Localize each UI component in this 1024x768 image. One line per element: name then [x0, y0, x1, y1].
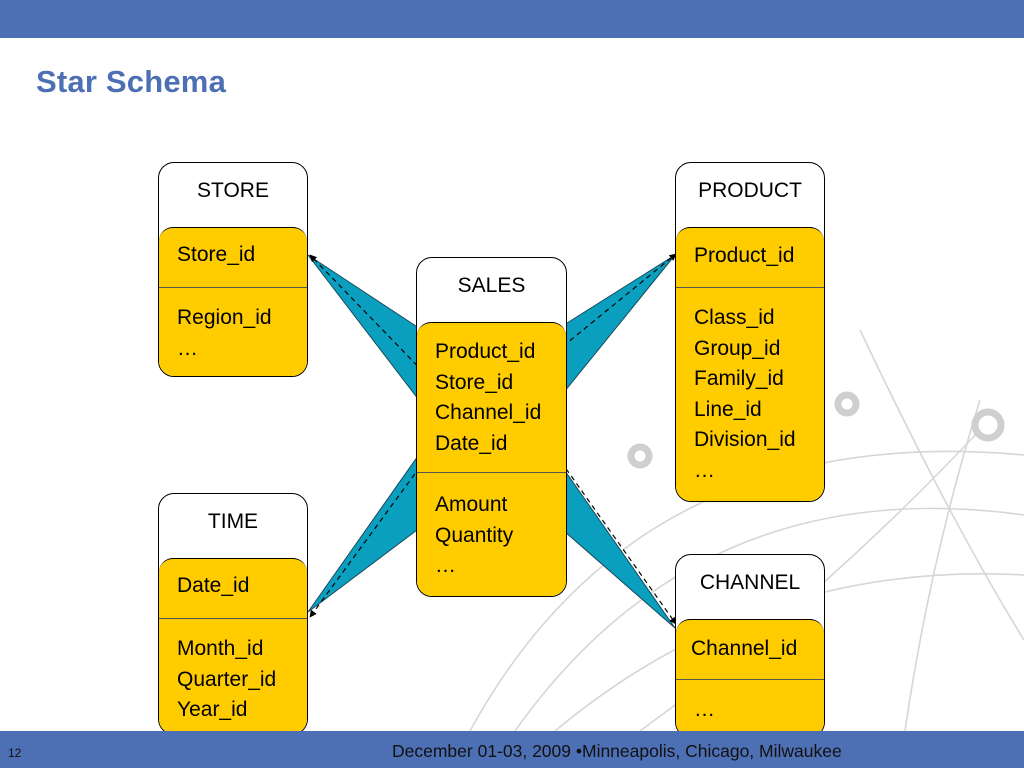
footer-bar: [0, 731, 1024, 768]
header-bar: [0, 0, 1024, 38]
attribute-field: …: [694, 458, 715, 482]
slide-title: Star Schema: [36, 64, 227, 99]
key-section: Store_id: [159, 227, 307, 287]
attribute-field: Division_id: [694, 428, 796, 451]
key-section: Product_id Store_id Channel_id Date_id: [417, 322, 566, 472]
key-field: Channel_id: [435, 401, 542, 424]
attribute-field: Line_id: [694, 397, 762, 421]
connector-channel: [555, 456, 676, 629]
relationship-line-store: [309, 254, 437, 386]
attribute-field: …: [177, 336, 198, 360]
connector-product: [555, 254, 676, 404]
key-field: Date_id: [435, 431, 508, 455]
connector-time: [307, 444, 426, 613]
attribute-section: Region_id …: [159, 287, 307, 376]
entity-name: SALES: [457, 274, 526, 297]
entity-time: TIME Date_id Month_id Quarter_id Year_id: [158, 493, 308, 735]
attribute-field: Family_id: [694, 367, 784, 390]
key-field: Store_id: [435, 370, 514, 394]
entity-product: PRODUCT Product_id Class_id Group_id Fam…: [675, 162, 825, 502]
attribute-section: …: [676, 679, 824, 737]
key-section: Channel_id: [676, 619, 824, 679]
key-field: Store_id: [177, 243, 256, 266]
entity-channel: CHANNEL Channel_id …: [675, 554, 825, 738]
entity-name: CHANNEL: [699, 571, 801, 594]
entity-name: PRODUCT: [698, 179, 802, 202]
key-field: Product_id: [435, 340, 536, 363]
slide-number: 12: [8, 746, 22, 760]
attribute-field: Year_id: [177, 698, 248, 721]
entity-store: STORE Store_id Region_id …: [158, 162, 308, 377]
attribute-field: Amount: [435, 493, 508, 516]
key-section: Date_id: [159, 558, 307, 618]
key-section: Product_id: [676, 227, 824, 287]
entity-name: STORE: [197, 179, 269, 202]
key-field: Date_id: [177, 574, 250, 597]
attribute-field: Region_id: [177, 306, 272, 329]
entity-name: TIME: [207, 510, 259, 533]
attribute-field: …: [694, 698, 715, 721]
relationship-line-product: [555, 253, 677, 353]
attribute-field: Group_id: [694, 336, 781, 360]
attribute-field: Month_id: [177, 637, 264, 660]
attribute-field: Quarter_id: [177, 667, 277, 691]
attribute-section: Month_id Quarter_id Year_id: [159, 618, 307, 734]
connector-store: [307, 254, 426, 410]
key-field: Product_id: [694, 244, 795, 267]
entity-sales: SALES Product_id Store_id Channel_id Dat…: [416, 257, 567, 597]
attribute-section: Class_id Group_id Family_id Line_id Divi…: [676, 287, 824, 501]
footer-text: December 01-03, 2009 •Minneapolis, Chica…: [392, 741, 842, 761]
attribute-field: …: [435, 554, 456, 577]
attribute-field: Class_id: [694, 306, 775, 329]
key-field: Channel_id: [691, 637, 798, 660]
attribute-section: Amount Quantity …: [417, 472, 566, 596]
attribute-field: Quantity: [435, 523, 514, 547]
